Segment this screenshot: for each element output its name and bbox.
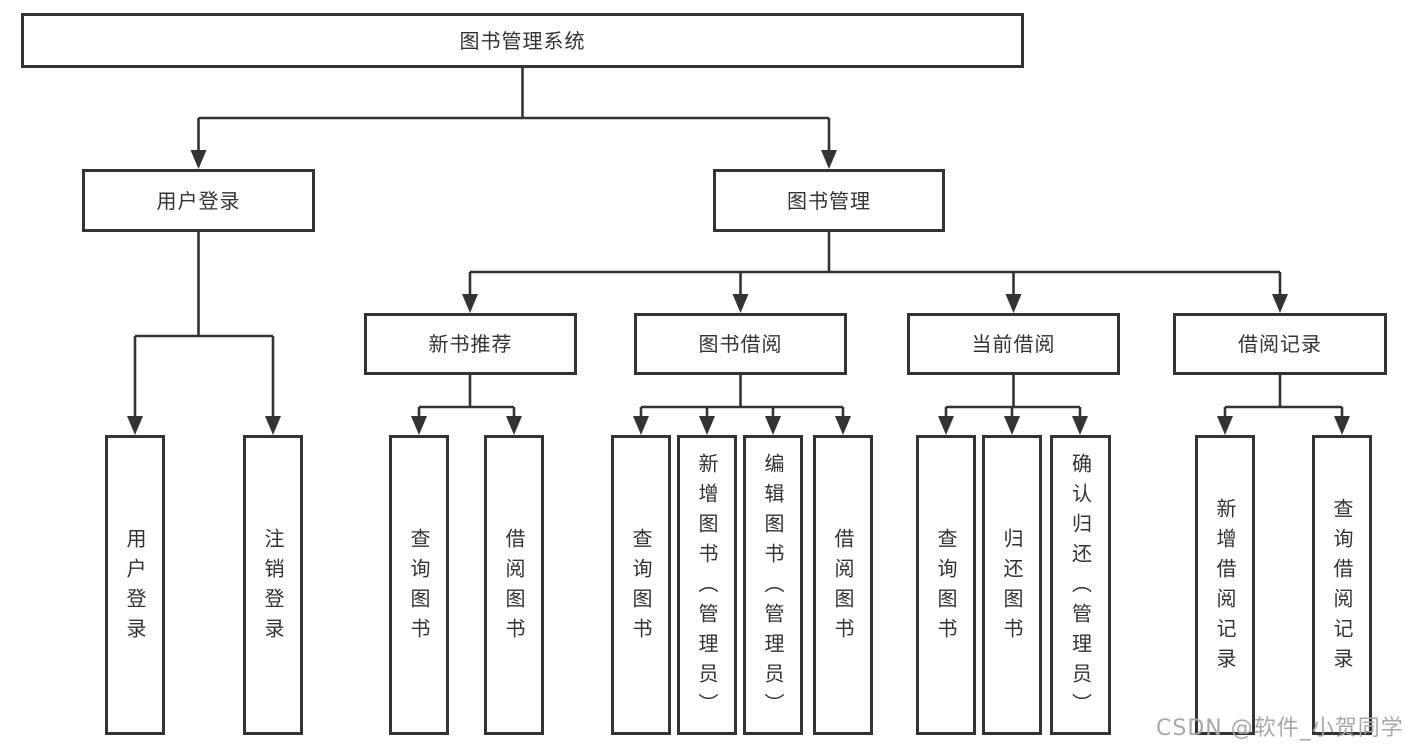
node-user-login: 用户登录 <box>82 169 315 232</box>
leaf-edit-book-admin: 编辑图书（管理员） <box>743 435 803 735</box>
node-borrow-records: 借阅记录 <box>1173 313 1387 375</box>
leaf-borrow-book-recommend: 借阅图书 <box>484 435 544 735</box>
node-current-borrow: 当前借阅 <box>907 313 1120 375</box>
arrowhead-icons <box>127 150 1350 435</box>
leaf-query-books-recommend: 查询图书 <box>389 435 449 735</box>
node-book-borrow: 图书借阅 <box>634 313 847 375</box>
leaf-query-books-borrow: 查询图书 <box>611 435 671 735</box>
leaf-add-borrow-record: 新增借阅记录 <box>1195 435 1255 735</box>
node-library-system: 图书管理系统 <box>21 13 1024 68</box>
leaf-query-borrow-record: 查询借阅记录 <box>1312 435 1372 735</box>
leaf-add-book-admin: 新增图书（管理员） <box>677 435 737 735</box>
leaf-logout: 注销登录 <box>243 435 303 735</box>
leaf-user-login: 用户登录 <box>105 435 165 735</box>
leaf-borrow-book: 借阅图书 <box>813 435 873 735</box>
leaf-query-books-current: 查询图书 <box>916 435 976 735</box>
node-book-management: 图书管理 <box>713 169 945 232</box>
leaf-return-book: 归还图书 <box>982 435 1042 735</box>
node-new-book-recommend: 新书推荐 <box>364 313 577 375</box>
leaf-confirm-return-admin: 确认归还（管理员） <box>1050 435 1111 735</box>
csdn-watermark: CSDN @软件_小贺同学 <box>1156 716 1404 741</box>
